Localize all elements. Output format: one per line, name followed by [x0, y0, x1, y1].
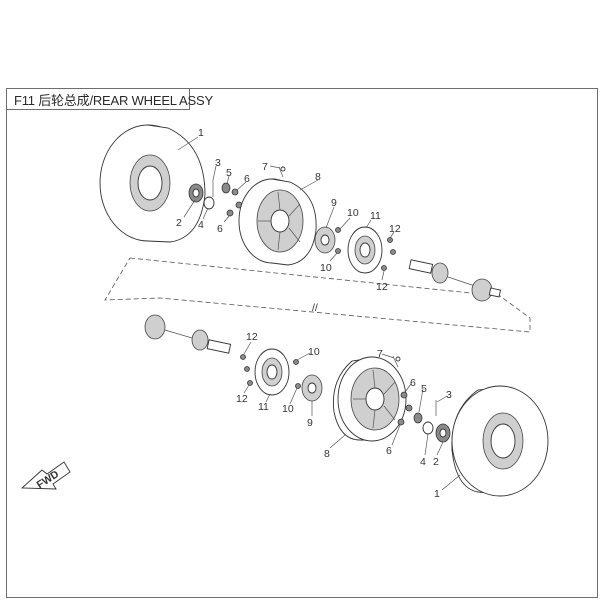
upper-hub: [314, 226, 336, 254]
callouts: 1 2 3 4 5 6 6 7 8 9 10 10 11 12 12 12 12…: [176, 127, 452, 500]
lower-brake-disc: [254, 348, 290, 396]
callout-12-upper-b: 12: [376, 281, 388, 293]
upper-drive-shaft: [408, 259, 502, 302]
callout-6-lower-a: 6: [410, 377, 416, 389]
callout-10-lower-a: 10: [308, 346, 320, 358]
callout-2-upper: 2: [176, 217, 182, 229]
callout-12-lower-a: 12: [246, 331, 258, 343]
callout-9-upper: 9: [331, 197, 337, 209]
upper-tire: [99, 124, 206, 243]
callout-10-lower-b: 10: [282, 403, 294, 415]
upper-brake-disc: [347, 226, 383, 274]
lower-drive-shaft: [144, 314, 232, 354]
callout-10-upper-b: 10: [320, 262, 332, 274]
lower-hub-nut: [435, 423, 451, 443]
lower-rim: [332, 356, 407, 442]
callout-12-lower-b: 12: [236, 393, 248, 405]
callout-12-upper-a: 12: [389, 223, 401, 235]
lower-tire: [451, 385, 549, 497]
callout-6-upper-a: 6: [244, 173, 250, 185]
upper-assembly: [99, 124, 502, 302]
axle-envelope: //: [104, 257, 531, 333]
callout-7-upper: 7: [262, 161, 268, 173]
title-box: F11 后轮总成/REAR WHEEL ASSY: [6, 88, 213, 110]
callout-6-lower-b: 6: [386, 445, 392, 457]
page-title: F11 后轮总成/REAR WHEEL ASSY: [14, 92, 213, 108]
drawing-frame: [6, 88, 598, 598]
callout-6-upper-b: 6: [217, 223, 223, 235]
callout-3-lower: 3: [446, 389, 452, 401]
upper-hub-nut: [188, 183, 204, 203]
callout-7-lower: 7: [377, 348, 383, 360]
callout-3-upper: 3: [215, 157, 221, 169]
leader-lines: [177, 136, 461, 491]
callout-9-lower: 9: [307, 417, 313, 429]
callout-2-lower: 2: [433, 456, 439, 468]
break-mark: //: [312, 302, 318, 314]
callout-4-upper: 4: [198, 219, 204, 231]
lower-hub: [301, 374, 323, 402]
upper-rim: [238, 178, 317, 266]
callout-1-lower: 1: [434, 488, 440, 500]
callout-8-upper: 8: [315, 171, 321, 183]
callout-5-lower: 5: [421, 383, 427, 395]
callout-10-upper-a: 10: [347, 207, 359, 219]
callout-4-lower: 4: [420, 456, 426, 468]
fwd-arrow-icon: FWD: [20, 461, 71, 491]
callout-8-lower: 8: [324, 448, 330, 460]
callout-11-lower: 11: [258, 401, 269, 413]
callout-1-upper: 1: [198, 127, 204, 139]
callout-11-upper: 11: [370, 210, 381, 222]
lower-lug-nuts: [397, 391, 413, 426]
callout-5-upper: 5: [226, 167, 232, 179]
lower-assembly: [144, 314, 549, 497]
